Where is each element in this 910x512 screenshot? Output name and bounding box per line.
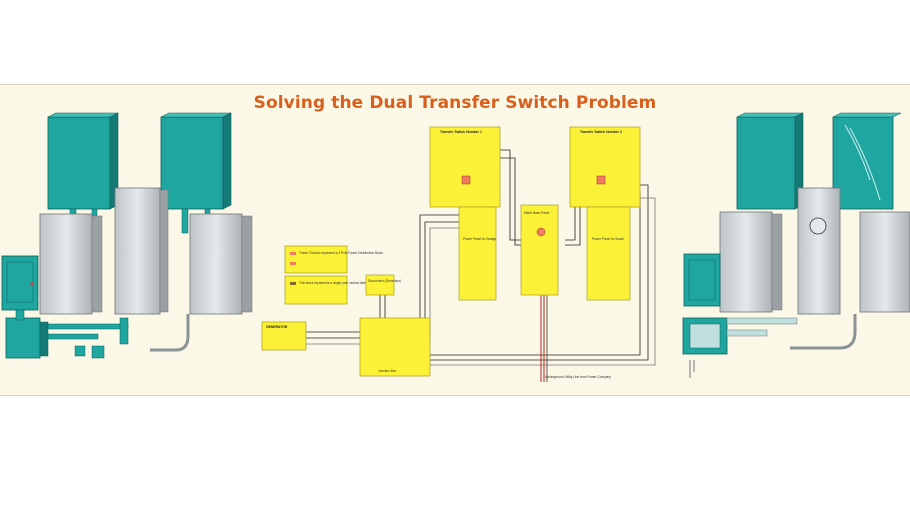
diagram-title: Solving the Dual Transfer Switch Problem bbox=[253, 93, 657, 113]
wiring-schematic: Transfer Switch Number 1 Power Panel to … bbox=[261, 126, 656, 382]
note-neutral-block bbox=[284, 275, 348, 305]
note-distribution-block-text: These 2 blocks represent a 3 Pole Power … bbox=[299, 251, 383, 255]
power-panel-2-label: Power Panel to House bbox=[592, 237, 624, 241]
note-neutral-block-text: This block represents a single pole neut… bbox=[299, 281, 384, 285]
power-panel-2 bbox=[586, 206, 631, 301]
utility-line-label: Underground Utility Line from Power Comp… bbox=[545, 375, 611, 379]
junction-box bbox=[359, 317, 431, 377]
junction-box-label: Junction Box bbox=[378, 369, 397, 373]
transfer-switch-2 bbox=[569, 126, 641, 208]
power-panel-1 bbox=[458, 206, 497, 301]
transfer-switch-1-label: Transfer Switch Number 1 bbox=[440, 130, 482, 134]
transfer-switch-2-label: Transfer Switch Number 2 bbox=[580, 130, 622, 134]
disconnect-label: Disconnect (Generator) bbox=[368, 279, 401, 283]
disconnect-box bbox=[365, 274, 395, 296]
note-distribution-block bbox=[284, 245, 348, 274]
generator-label: GENERATOR bbox=[266, 325, 288, 329]
power-panel-1-label: Power Panel to Garage bbox=[463, 237, 496, 241]
meter-panel bbox=[520, 204, 559, 296]
transfer-switch-1 bbox=[429, 126, 501, 208]
meter-panel-label: Meter Base Panel bbox=[524, 211, 550, 215]
generator-box bbox=[261, 321, 307, 351]
right-equipment-render bbox=[682, 112, 910, 378]
left-equipment-render bbox=[1, 112, 253, 359]
